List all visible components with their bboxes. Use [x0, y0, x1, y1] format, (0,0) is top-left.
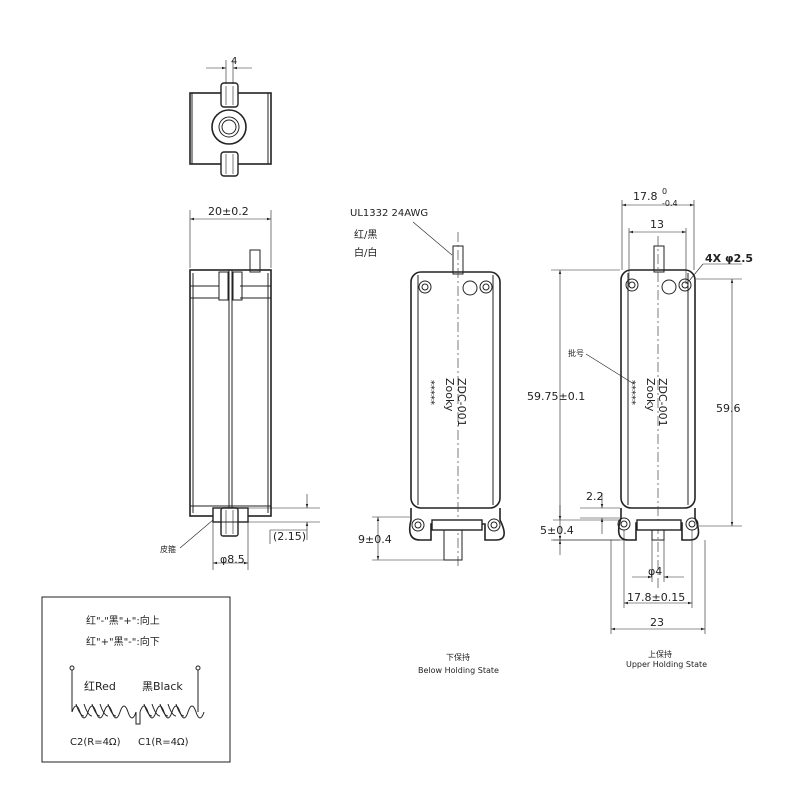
- upper-serial: *****: [626, 380, 637, 405]
- lower-caption-en: Below Holding State: [418, 666, 499, 675]
- coil-c2: [71, 705, 137, 719]
- top-bushing: [211, 109, 247, 145]
- wiring-label-black: 黑Black: [142, 680, 183, 693]
- upper-output-shaft: [651, 529, 665, 541]
- top-dim-width: 4: [231, 56, 237, 67]
- upper-caption-en: Upper Holding State: [626, 660, 707, 669]
- wiring-coil-c2: C2(R=4Ω): [70, 737, 121, 748]
- wiring-box: 红"-"黑"+":向上 红"+"黑"-":向下 红Red 黑Black C2(R…: [41, 596, 231, 763]
- upper-caption-cn: 上保持: [648, 649, 672, 659]
- side-label-washer: 皮箍: [160, 544, 176, 554]
- upper-dim-top-tol-upper: 0: [662, 187, 667, 196]
- lower-holding-view: UL1332 24AWG 红/黑 白/白 Zooky ZDC-001 *****: [350, 208, 505, 675]
- side-dim-width: 20±0.2: [208, 205, 249, 218]
- upper-dim-top-width: 17.8: [633, 190, 658, 203]
- upper-dim-shaft-height: 5±0.4: [540, 524, 574, 537]
- terminal-black-dot: [195, 665, 201, 671]
- side-dim-washer: (2.15): [273, 530, 306, 543]
- upper-dim-mount-width: 17.8±0.15: [627, 591, 685, 604]
- top-tab-upper: [220, 82, 239, 108]
- upper-dim-body-length: 59.6: [716, 402, 741, 415]
- lower-collar: [431, 519, 483, 531]
- upper-dim-overall-width: 23: [650, 616, 664, 629]
- wiring-rule-1: 红"-"黑"+":向上: [86, 614, 160, 627]
- lower-brand: Zooky: [443, 378, 456, 412]
- lower-body: [410, 271, 501, 509]
- upper-hole-spec: 4X φ2.5: [705, 252, 753, 265]
- coil-c1: [139, 705, 205, 719]
- side-view: 20±0.2 φ8.5 (2.15): [160, 205, 320, 570]
- lower-model: ZDC-001: [455, 378, 468, 427]
- terminal-red-dot: [69, 665, 75, 671]
- upper-label-batch: 批号: [568, 348, 584, 358]
- side-dim-shaft-dia: φ8.5: [220, 553, 245, 566]
- side-view-body: [189, 269, 272, 517]
- wiring-label-red: 红Red: [84, 680, 116, 693]
- lower-wire-color-1: 红/黑: [354, 228, 377, 241]
- upper-holding-view: 17.8 0 -0.4 13 4X φ2.5 批号 Zooky ZDC-001 …: [527, 187, 753, 669]
- lower-serial: *****: [425, 380, 436, 405]
- lower-wire-spec: UL1332 24AWG: [350, 208, 428, 219]
- upper-dim-total-length: 59.75±0.1: [527, 390, 585, 403]
- upper-dim-hole-spacing: 13: [650, 218, 664, 231]
- lower-caption-cn: 下保持: [446, 652, 470, 662]
- wiring-coil-c1: C1(R=4Ω): [138, 737, 189, 748]
- upper-model: ZDC-001: [656, 378, 669, 427]
- upper-collar: [636, 519, 682, 531]
- lower-dim-height: 9±0.4: [358, 533, 392, 546]
- top-tab-lower: [220, 151, 239, 177]
- top-view: 4: [189, 56, 272, 177]
- upper-dim-shaft-dia: φ4: [648, 565, 662, 578]
- lower-output-shaft: [443, 529, 463, 561]
- wiring-rule-2: 红"+"黑"-":向下: [86, 635, 160, 648]
- wiring-box-frame: [41, 596, 231, 763]
- upper-brand: Zooky: [644, 378, 657, 412]
- upper-dim-small: 2.2: [586, 490, 604, 503]
- upper-dim-top-tol-lower: -0.4: [662, 199, 678, 208]
- lower-wire-color-2: 白/白: [354, 246, 377, 259]
